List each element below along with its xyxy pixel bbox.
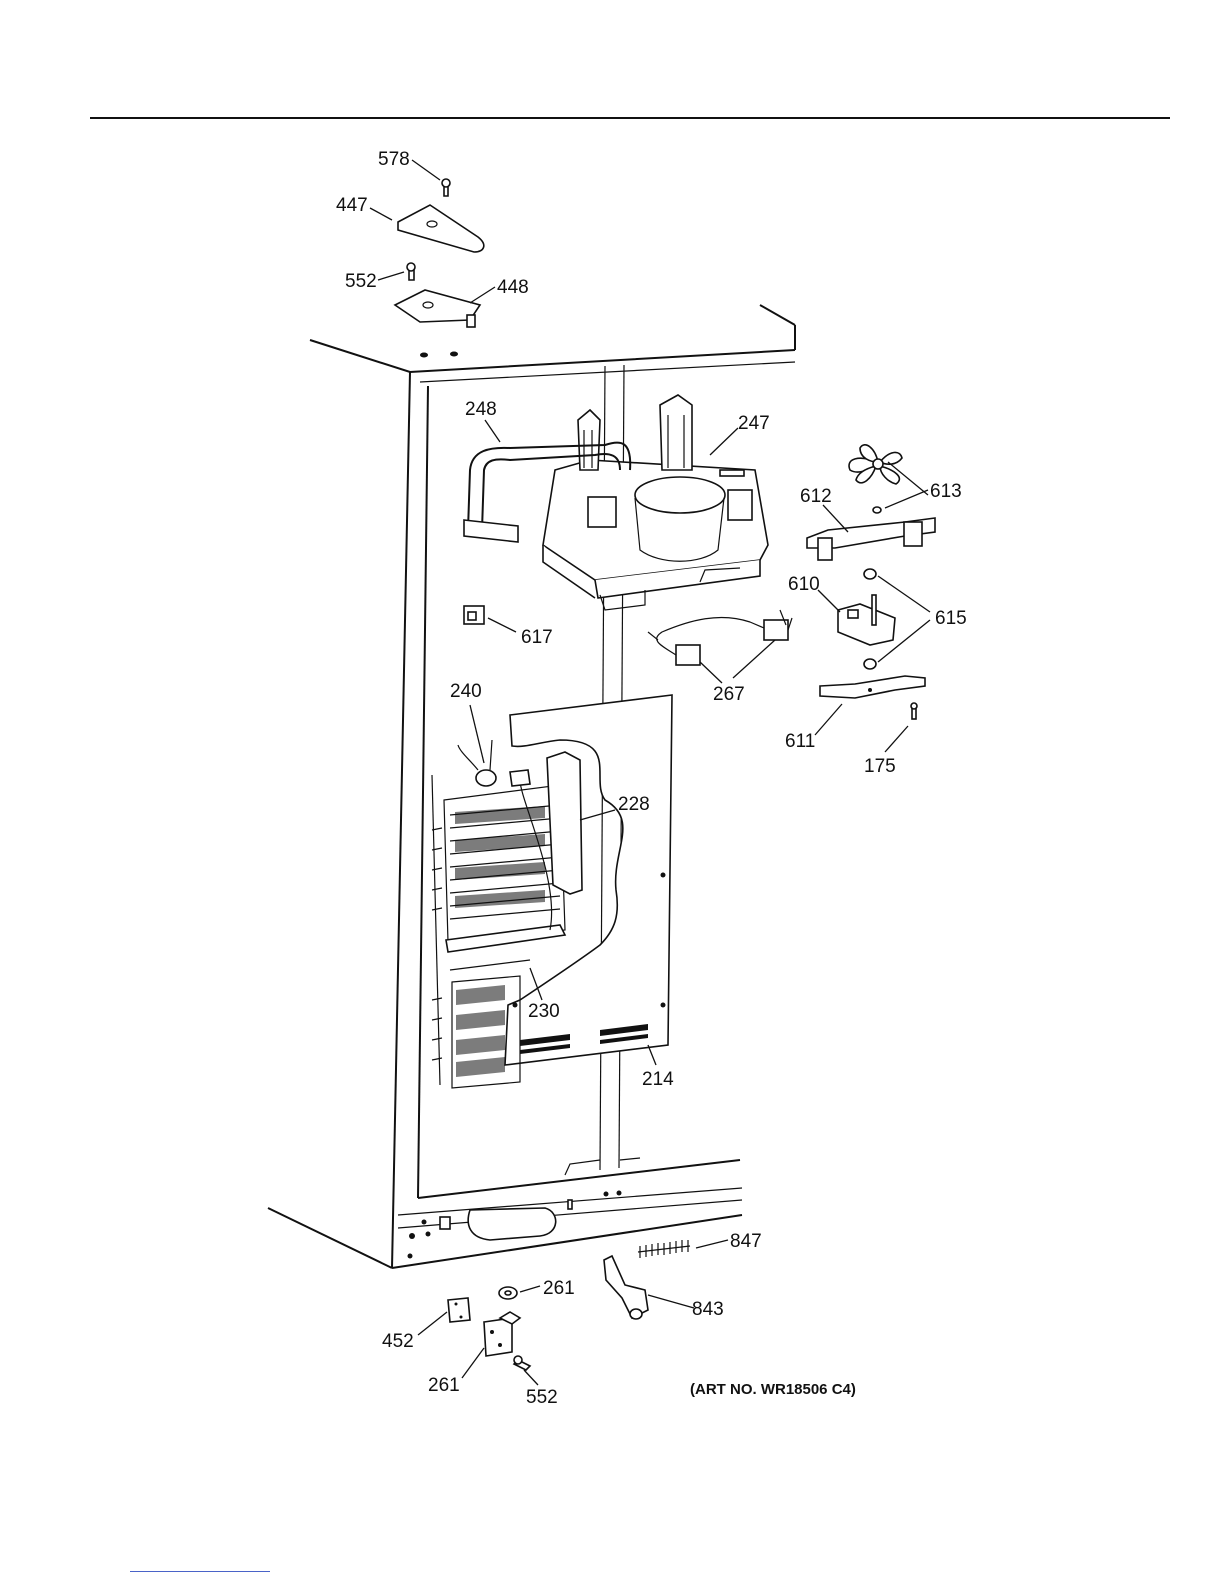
callout-552-top: 552 [345,271,377,292]
callout-267: 267 [713,684,745,705]
callout-612: 612 [800,486,832,507]
screw-578 [442,179,450,196]
thermostat-617 [464,606,484,624]
shim-452 [448,1298,470,1322]
callout-230: 230 [528,1001,560,1022]
callout-610: 610 [788,574,820,595]
motor-bracket-611 [820,676,925,698]
harness-267 [648,610,792,665]
callout-552-bottom: 552 [526,1387,558,1408]
callout-615: 615 [935,608,967,629]
callout-578: 578 [378,149,410,170]
spring-847 [638,1240,690,1258]
callout-611: 611 [785,731,815,752]
art-number-caption: (ART NO. WR18506 C4) [690,1381,856,1398]
callout-214: 214 [642,1069,674,1090]
callout-613: 613 [930,481,962,502]
evaporator-fan-housing-247 [543,395,768,610]
callout-261-top: 261 [543,1278,575,1299]
screw-552-bottom [514,1356,530,1370]
callout-617: 617 [521,627,553,648]
fan-blade-613 [849,445,902,513]
callout-261-bottom: 261 [428,1375,460,1396]
top-hinge-448 [395,290,480,327]
callout-447: 447 [336,195,368,216]
callout-843: 843 [692,1299,724,1320]
hinge-cover-447 [398,205,484,252]
screw-175 [911,703,917,719]
callout-240: 240 [450,681,482,702]
callout-248: 248 [465,399,497,420]
bushing-261-top [499,1287,517,1299]
fan-motor-610 [838,595,895,645]
screw-552-top [407,263,415,280]
cam-843 [604,1256,648,1319]
fan-bracket-612 [807,518,935,560]
callout-847: 847 [730,1231,762,1252]
callout-448: 448 [497,277,529,298]
bottom-hinge-261 [484,1312,520,1356]
callout-452: 452 [382,1331,414,1352]
callout-247: 247 [738,413,770,434]
callout-175: 175 [864,756,896,777]
callout-228: 228 [618,794,650,815]
